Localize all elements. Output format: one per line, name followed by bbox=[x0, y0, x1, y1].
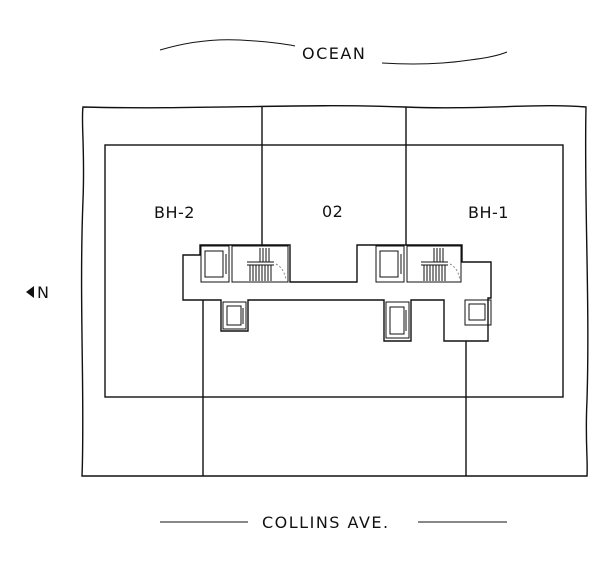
ocean-label-group: OCEAN bbox=[159, 39, 508, 65]
collins-label: COLLINS AVE. bbox=[262, 513, 390, 532]
unit-label-bh2: BH-2 bbox=[154, 203, 195, 222]
stair-left bbox=[231, 245, 289, 283]
elevator-left bbox=[200, 245, 230, 283]
unit-label-02: 02 bbox=[322, 202, 343, 221]
elevator-right bbox=[375, 245, 405, 283]
stair-right bbox=[406, 245, 462, 283]
site-boundary bbox=[80, 105, 589, 477]
compass-label: N bbox=[37, 283, 49, 302]
building-footprint bbox=[104, 144, 564, 398]
ocean-wave-right bbox=[381, 51, 508, 65]
collins-label-group: COLLINS AVE. bbox=[160, 513, 507, 532]
core-corridor bbox=[182, 244, 492, 342]
elevator-right-lower bbox=[385, 301, 410, 339]
arrow-left-icon bbox=[26, 286, 34, 298]
ocean-label: OCEAN bbox=[302, 44, 366, 63]
elevator-left-lower bbox=[222, 301, 247, 330]
unit-label-bh1: BH-1 bbox=[468, 203, 509, 222]
elevator-far-right bbox=[464, 299, 492, 326]
ocean-wave-left bbox=[159, 39, 296, 51]
compass: N bbox=[26, 283, 49, 302]
